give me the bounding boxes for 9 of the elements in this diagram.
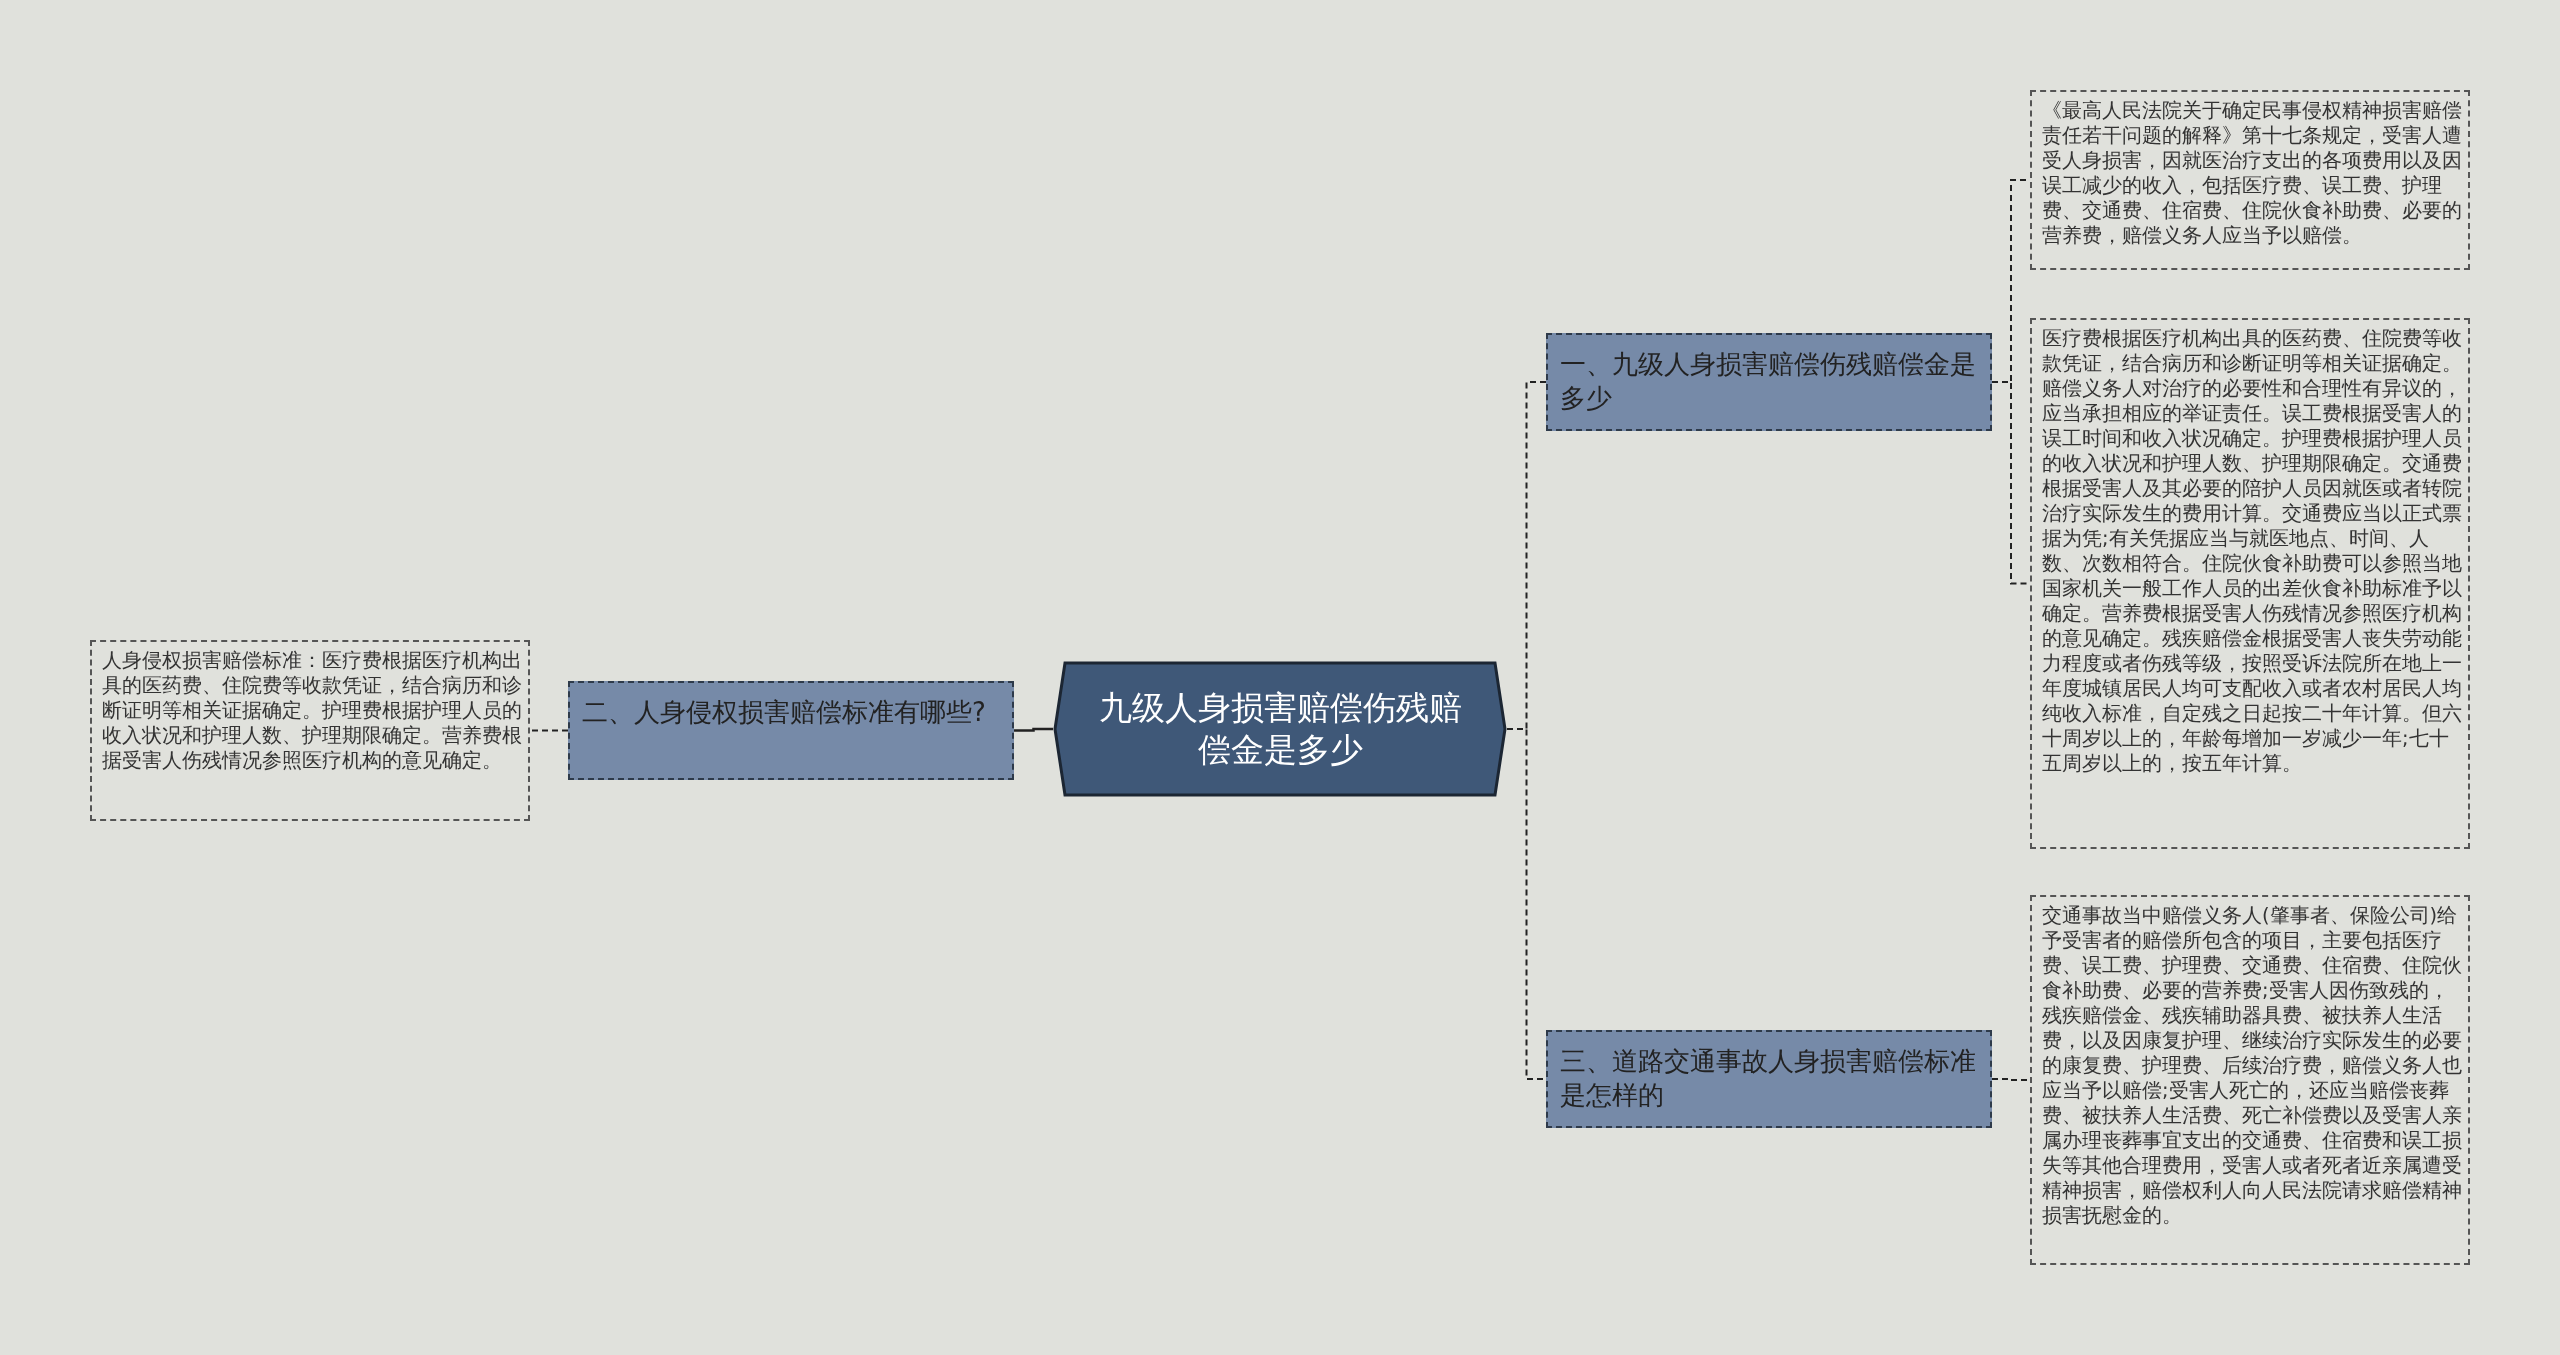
topic-box: 三、道路交通事故人身损害赔偿标准是怎样的 xyxy=(1546,1030,1992,1128)
topic-box: 二、人身侵权损害赔偿标准有哪些? xyxy=(568,681,1014,780)
note-box: 《最高人民法院关于确定民事侵权精神损害赔偿责任若干问题的解释》第十七条规定，受害人遭受人身损害，因就医治疗支出的各项费用以及因误工减少的收入，包括医疗费、误工费、护理费、交通费、住宿费、住院伙食补助费、必要的营养费，赔偿义务人应当予以赔偿。 xyxy=(2030,90,2470,270)
note-box: 人身侵权损害赔偿标准：医疗费根据医疗机构出具的医药费、住院费等收款凭证，结合病历和诊断证明等相关证据确定。护理费根据护理人员的收入状况和护理人数、护理期限确定。营养费根据受害人伤残情况参照医疗机构的意见确定。 xyxy=(90,640,530,821)
connector-line xyxy=(529,729,569,732)
note-box: 医疗费根据医疗机构出具的医药费、住院费等收款凭证，结合病历和诊断证明等相关证据确定。赔偿义务人对治疗的必要性和合理性有异议的，应当承担相应的举证责任。误工费根据受害人的误工时间和收入状况确定。护理费根据护理人员的收入状况和护理人数、护理期限确定。交通费根据受害人及其必要的陪护人员因就医或者转院治疗实际发生的费用计算。交通费应当以正式票据为凭;有关凭据应当与就医地点、时间、人数、次数相符合。住院伙食补助费可以参照当地国家机关一般工作人员的出差伙食补助标准予以确定。营养费根据受害人伤残情况参照医疗机构的意见确定。残疾赔偿金根据受害人丧失劳动能力程度或者伤残等级，按照受诉法院所在地上一年度城镇居民人均可支配收入或者农村居民人均纯收入标准，自定残之日起按二十年计算。但六十周岁以上的，年龄每增加一岁减少一年;七十五周岁以上的，按五年计算。 xyxy=(2030,318,2470,849)
topic-box: 一、九级人身损害赔偿伤残赔偿金是多少 xyxy=(1546,333,1992,431)
note-box: 交通事故当中赔偿义务人(肇事者、保险公司)给予受害者的赔偿所包含的项目，主要包括医疗费、误工费、护理费、交通费、住宿费、住院伙食补助费、必要的营养费;受害人因伤致残的，残疾赔偿金、残疾辅助器具费、被扶养人生活费，以及因康复护理、继续治疗实际发生的必要的康复费、护理费、后续治疗费，赔偿义务人也应当予以赔偿;受害人死亡的，还应当赔偿丧葬费、被扶养人生活费、死亡补偿费以及受害人亲属办理丧葬事宜支出的交通费、住宿费和误工损失等其他合理费用，受害人或者死者近亲属遭受精神损害，赔偿权利人向人民法院请求赔偿精神损害抚慰金的。 xyxy=(2030,895,2470,1265)
connector-line xyxy=(1014,727,1053,732)
